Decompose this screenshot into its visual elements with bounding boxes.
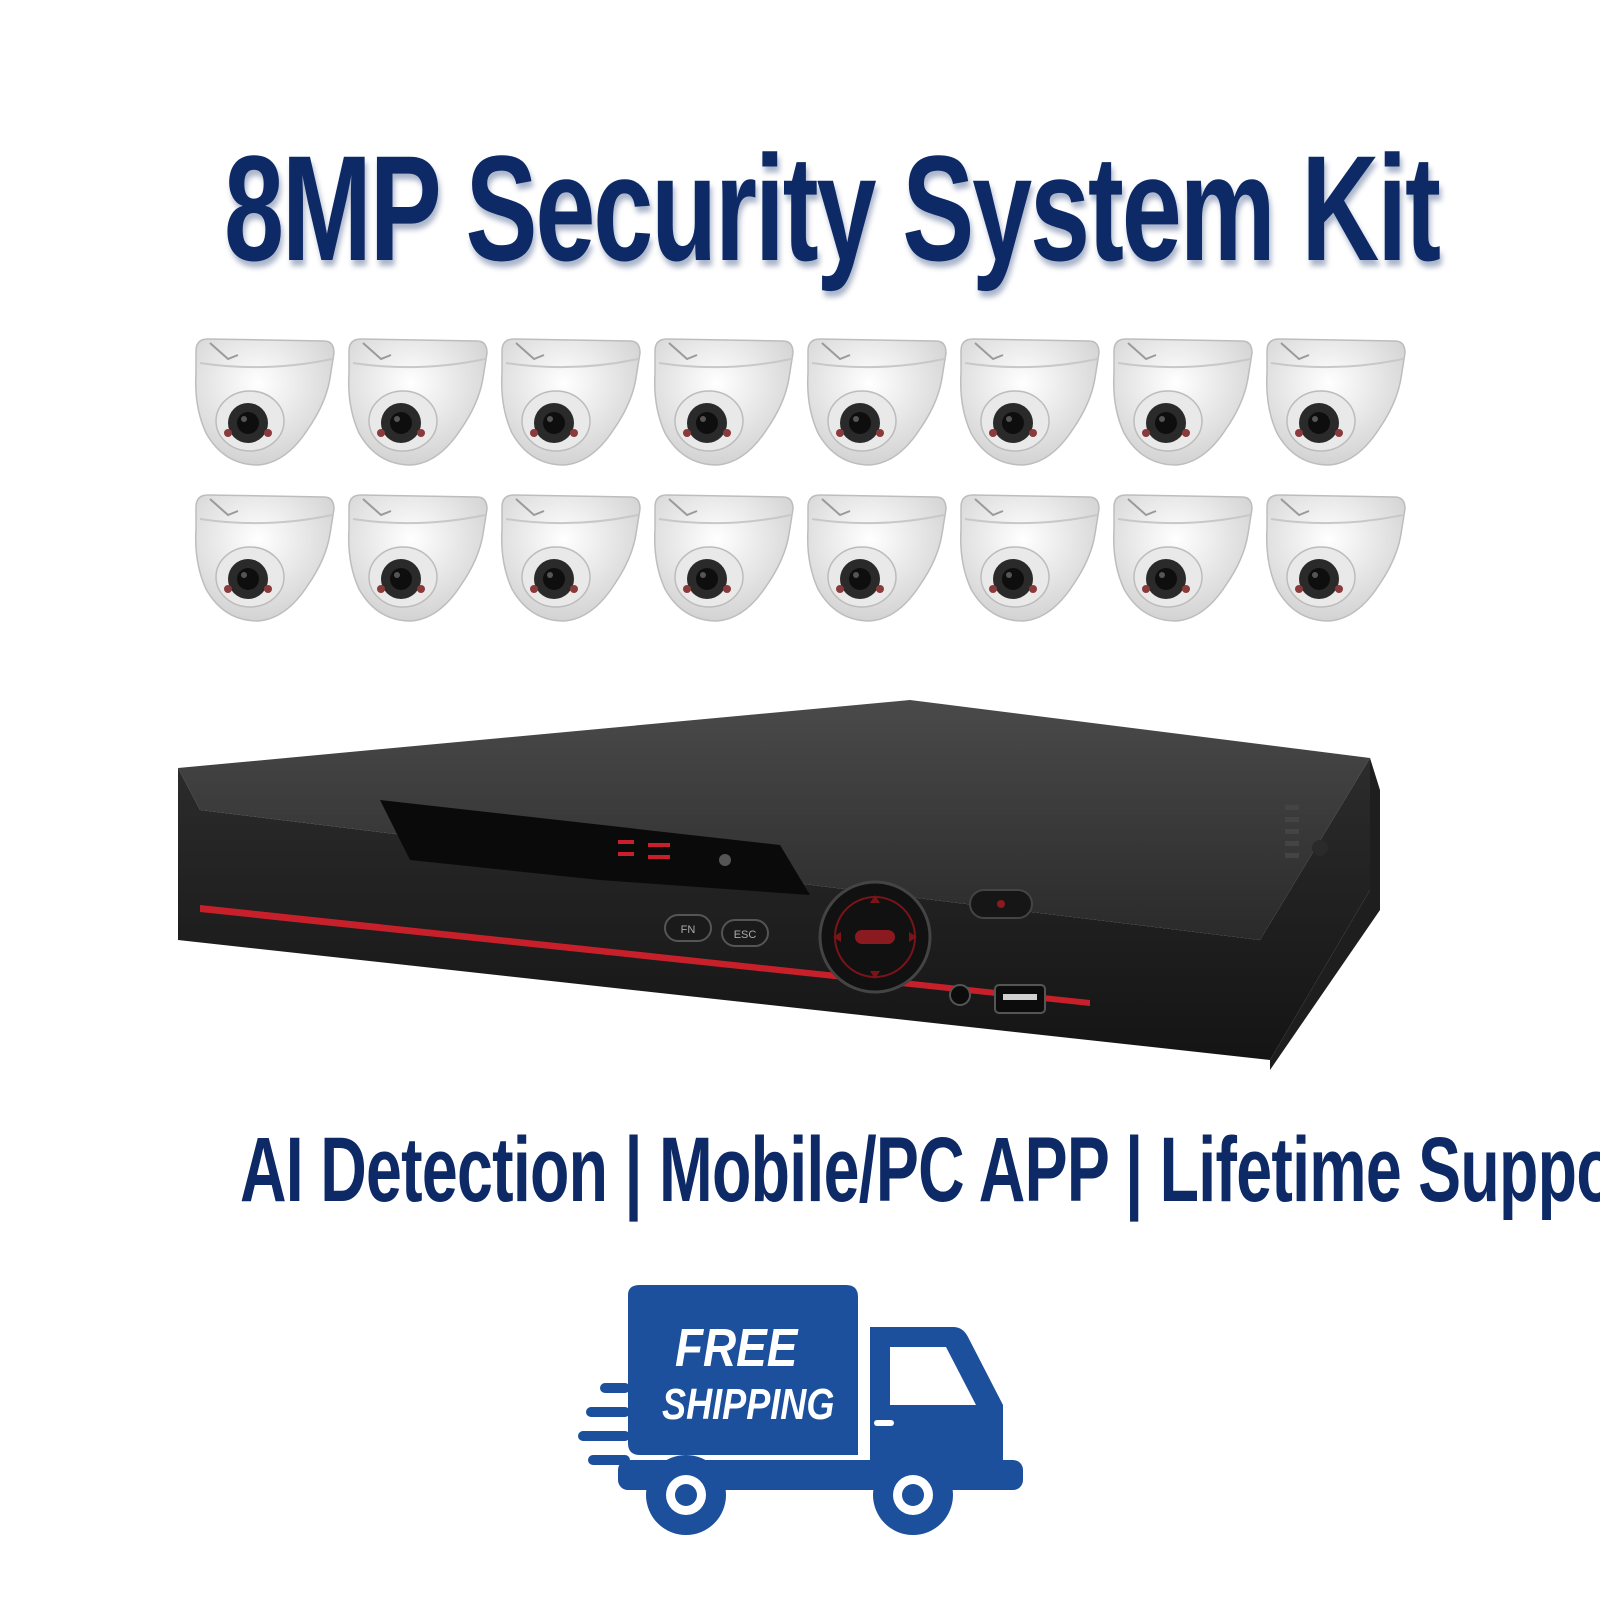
free-shipping-truck-icon (578, 1285, 1023, 1535)
shipping-line-shipping: SHIPPING (662, 1380, 835, 1429)
shipping-line-free: FREE (675, 1318, 798, 1378)
esc-button-label: ESC (734, 929, 757, 941)
dome-camera-icon (188, 333, 338, 483)
nvr-front (178, 758, 1370, 1060)
nvr-ir-sensor (719, 854, 731, 866)
dome-camera-icon (1259, 333, 1409, 483)
dome-camera-icon (1106, 489, 1256, 639)
fn-button[interactable]: FN (664, 914, 712, 942)
dome-camera-icon (494, 489, 644, 639)
dome-camera-icon (188, 489, 338, 639)
dome-camera-icon (1106, 333, 1256, 483)
nvr-top (178, 700, 1370, 940)
dome-camera-icon (1259, 489, 1409, 639)
dome-camera-icon (647, 489, 797, 639)
fn-button-label: FN (681, 924, 696, 936)
dome-camera-icon (341, 333, 491, 483)
esc-button[interactable]: ESC (721, 919, 769, 947)
camera-grid (188, 333, 1418, 663)
side-vents (1285, 805, 1299, 858)
dome-camera-icon (953, 333, 1103, 483)
dome-camera-icon (647, 333, 797, 483)
dome-camera-icon (800, 333, 950, 483)
dome-camera-icon (341, 489, 491, 639)
nvr-recorder: FN ESC (178, 700, 1380, 1070)
feature-list: AI Detection | Mobile/PC APP | Lifetime … (240, 1119, 1600, 1221)
nvr-side (1270, 758, 1380, 1070)
power-button[interactable] (969, 889, 1033, 919)
dome-camera-icon (953, 489, 1103, 639)
usb-port[interactable] (994, 984, 1046, 1014)
navigation-dial[interactable] (818, 880, 932, 994)
product-title: 8MP Security System Kit (224, 124, 1441, 292)
nvr-indicator-leds (618, 840, 670, 859)
nvr-display-panel (380, 800, 810, 895)
dome-camera-icon (494, 333, 644, 483)
dome-camera-icon (800, 489, 950, 639)
audio-jack (949, 984, 971, 1006)
